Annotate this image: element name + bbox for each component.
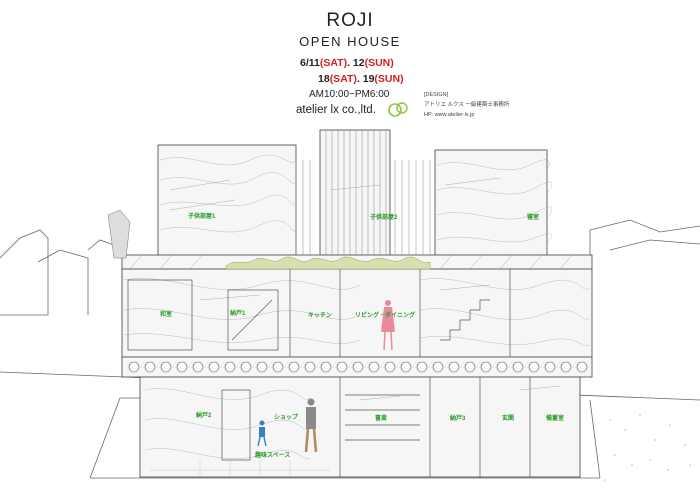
brand-logo-icon (388, 102, 408, 117)
figure-child (257, 420, 267, 447)
room-label-shosai: 書斎 (375, 416, 388, 422)
dates-line-1: 6/11(SAT). 12(SUN) (300, 57, 394, 69)
room-label-kodomo2: 子供部屋2 (370, 215, 398, 221)
date-sep-2: . 19 (356, 73, 375, 85)
design-credit: [DESIGN] アトリエ ルクス 一級建築士事務所 HP: www.ateli… (424, 90, 509, 120)
design-homepage: HP: www.atelier-lx.jp (424, 112, 475, 118)
room-label-kodomo1: 子供部屋1 (188, 214, 216, 220)
room-label-kitchen: キッチン (308, 313, 333, 319)
room-label-nando3: 納戸3 (450, 416, 466, 422)
upper-block-left (157, 144, 297, 256)
neighbor-house-left-2 (37, 249, 89, 315)
sat-2: (SAT) (329, 73, 357, 85)
date-sep-1: . 12 (347, 57, 365, 69)
date-1: 6/11 (300, 57, 320, 69)
sun-2: (SUN) (374, 73, 404, 85)
upper-block-center (319, 129, 391, 256)
design-office: アトリエ ルクス 一級建築士事務所 (424, 102, 510, 108)
sat-1: (SAT) (319, 57, 348, 69)
neighbor-house-left (0, 229, 49, 316)
ground-floor (139, 376, 581, 478)
upper-block-right (434, 149, 548, 256)
neighbor-house-right (589, 219, 700, 233)
tree (107, 209, 131, 259)
room-label-shop: ショップ (274, 415, 299, 421)
figure-woman (381, 300, 395, 351)
room-label-hobby: 趣味スペース (255, 453, 291, 459)
room-label-living: リビング・ダイニング (355, 313, 416, 319)
neighbor-house-right-2 (609, 239, 700, 251)
open-hours: AM10:00~PM6:00 (309, 89, 390, 100)
main-floor (121, 268, 593, 358)
room-label-washitsu: 和室 (160, 312, 173, 318)
poster-title: ROJI (326, 10, 374, 31)
room-label-nando1: 納戸1 (230, 311, 246, 317)
figure-man (304, 398, 318, 453)
design-label: [DESIGN] (424, 92, 449, 98)
dates-line-2: 18(SAT). 19(SUN) (318, 73, 404, 85)
poster-subtitle: OPEN HOUSE (299, 34, 401, 49)
sun-1: (SUN) (364, 57, 394, 69)
room-label-shinshitsu: 寝室 (527, 215, 540, 221)
brand-name: atelier lx co.,ltd. (296, 104, 376, 116)
date-2: 18 (318, 73, 330, 85)
room-label-storage: 備蓄室 (546, 416, 565, 422)
room-label-genkan: 玄関 (502, 416, 515, 422)
roof-garden (225, 256, 431, 270)
room-label-nando2: 納戸2 (196, 413, 212, 419)
